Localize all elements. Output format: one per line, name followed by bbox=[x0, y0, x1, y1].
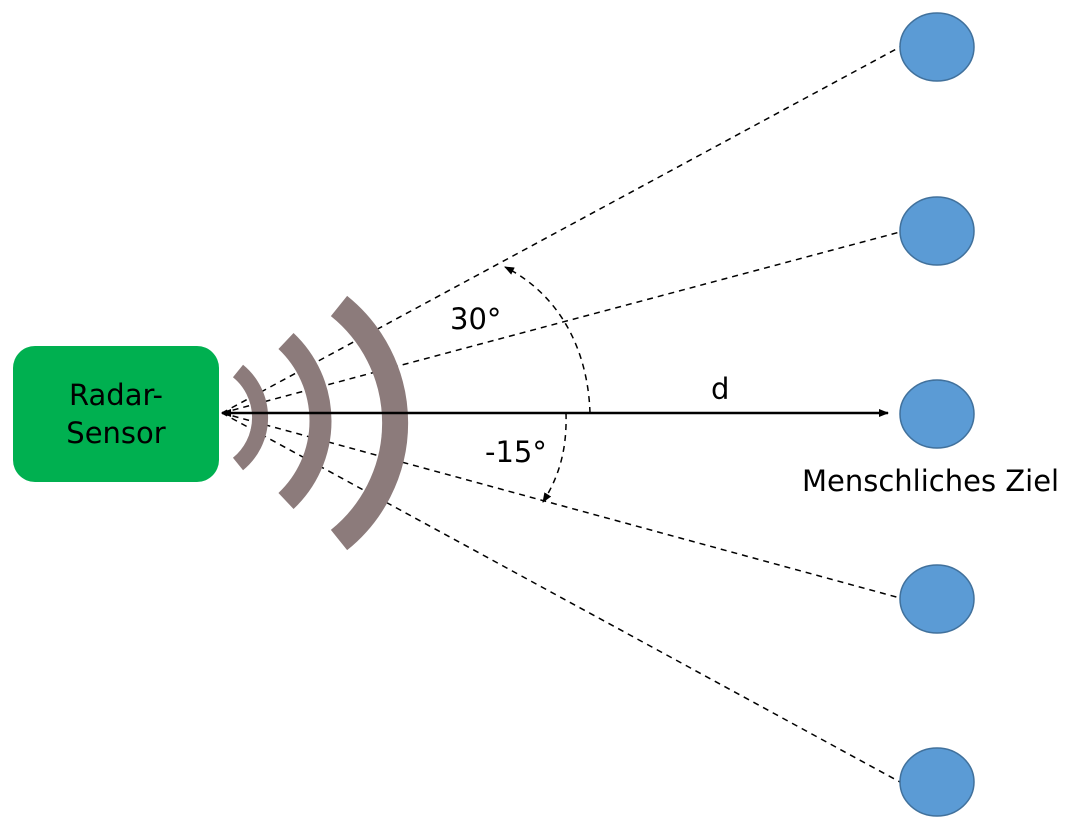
targets bbox=[899, 12, 975, 817]
angle-label-lower: -15° bbox=[485, 435, 547, 469]
wave-arc-small bbox=[232, 364, 269, 471]
sight-line-target-2 bbox=[221, 231, 901, 414]
sight-line-target-5 bbox=[221, 412, 901, 783]
wave-arc-medium bbox=[278, 333, 332, 509]
sight-lines bbox=[221, 46, 901, 783]
human-target-circle-icon bbox=[899, 747, 975, 817]
angle-label-upper: 30° bbox=[450, 302, 502, 336]
target-label: Menschliches Ziel bbox=[802, 464, 1060, 498]
sensor-label-line2: Sensor bbox=[66, 416, 166, 450]
sight-line-target-1 bbox=[221, 46, 901, 414]
sight-line-target-4 bbox=[221, 412, 901, 599]
distance-label: d bbox=[711, 372, 730, 406]
radar-sensor-box: Radar- Sensor bbox=[13, 346, 219, 482]
human-target-circle-icon bbox=[899, 379, 975, 449]
human-target-circle-icon bbox=[899, 564, 975, 634]
angle-arc-upper bbox=[504, 266, 591, 414]
angle-arc-lower bbox=[542, 412, 567, 503]
wave-arc-large bbox=[330, 295, 409, 551]
human-target-circle-icon bbox=[899, 12, 975, 82]
radio-wave-arcs-icon bbox=[232, 295, 409, 551]
human-target-circle-icon bbox=[899, 196, 975, 266]
sensor-label-line1: Radar- bbox=[69, 378, 163, 412]
